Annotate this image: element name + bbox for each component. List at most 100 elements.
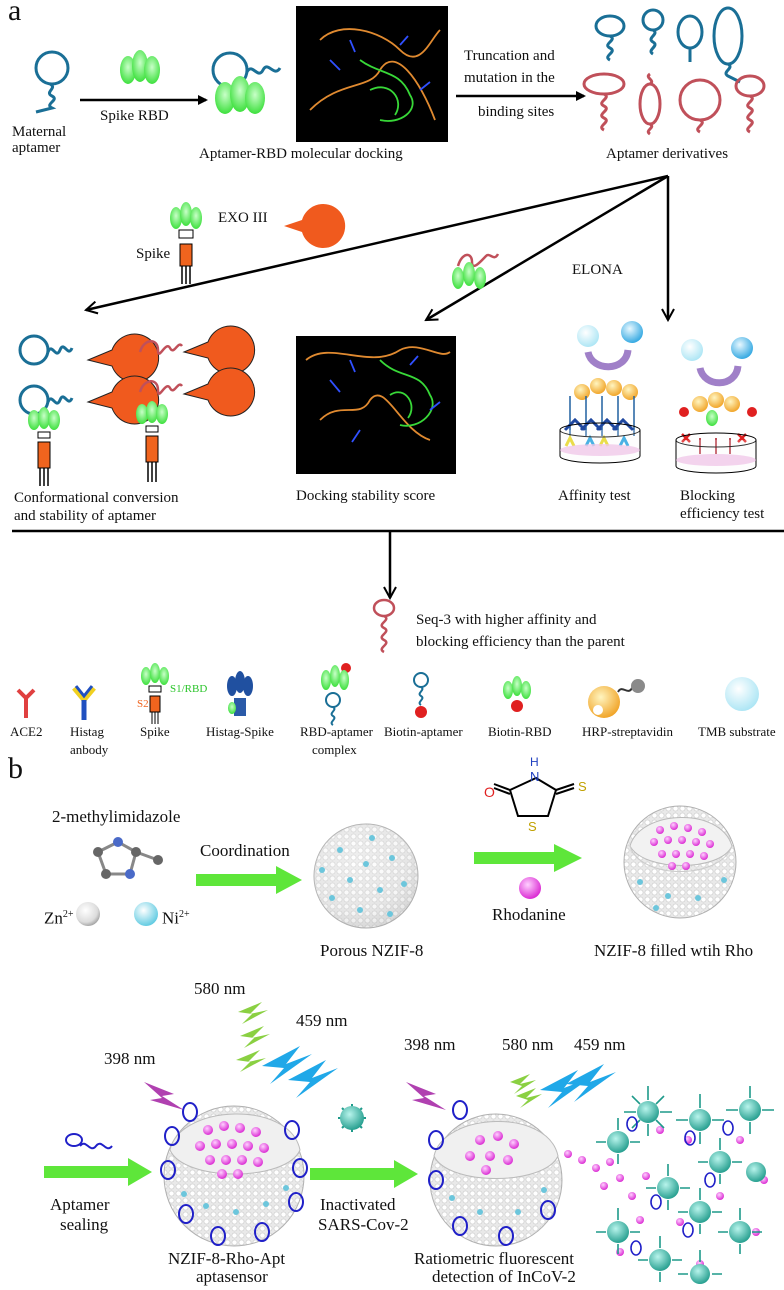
docking-image	[296, 6, 448, 142]
methylimidazole-label: 2-methylimidazole	[52, 807, 181, 826]
rho-atom-n: N	[530, 769, 540, 784]
legend-s1rbd: S1/RBD	[170, 683, 208, 695]
detection-sphere	[428, 1100, 563, 1247]
ratiometric-label-2: detection of InCoV-2	[432, 1267, 576, 1286]
virus-cluster	[596, 1086, 774, 1284]
legend-s2: S2	[137, 698, 149, 710]
nm398-label-1: 398 nm	[104, 1049, 156, 1068]
legend-ace2: ACE2	[10, 724, 43, 739]
truncation-label-1: Truncation and	[464, 48, 555, 64]
rho-atom-h: H	[530, 755, 539, 769]
maternal-aptamer-icon	[34, 50, 70, 114]
virus-icon	[338, 1104, 366, 1132]
light-580-bolts-1	[236, 1002, 270, 1072]
inactivated-arrow	[310, 1160, 418, 1188]
light-459-bolts-2	[540, 1064, 616, 1108]
panel-label-a: a	[8, 0, 22, 27]
truncation-label-2: mutation in the	[464, 70, 555, 86]
legend-tmb: TMB substrate	[698, 724, 776, 739]
rho-atom-s1: S	[578, 779, 587, 794]
aptasensor-sphere	[160, 1102, 308, 1247]
affinity-test-label: Affinity test	[558, 488, 631, 504]
docking-stability-structure	[305, 346, 451, 443]
blocking-test-icon	[675, 337, 757, 474]
biotin-rbd-icon	[503, 676, 531, 712]
filled-label: NZIF-8 filled wtih Rho	[594, 941, 754, 960]
arrow-to-conformational	[86, 174, 669, 310]
legend-spike: Spike	[140, 724, 170, 739]
methylimidazole-molecule	[93, 837, 163, 879]
aptamer-free-icon	[65, 1133, 113, 1150]
zn-label: Zn	[44, 908, 63, 928]
coordination-label: Coordination	[200, 841, 290, 860]
legend-hrp: HRP-streptavidin	[582, 724, 673, 739]
aptasensor-label-1: NZIF-8-Rho-Apt	[168, 1249, 286, 1268]
arrow-to-docking	[426, 174, 669, 322]
aptamer-rbd-icon	[211, 51, 282, 114]
inactivated-label-2: SARS-Cov-2	[318, 1215, 409, 1234]
coordination-arrow	[196, 866, 302, 894]
aptamer-rbd-small-icon	[452, 253, 500, 289]
porous-nzif8-sphere	[313, 823, 419, 929]
ni-label-row: Ni2+	[162, 906, 190, 927]
nm580-label-2: 580 nm	[502, 1035, 554, 1054]
histag-spike-icon	[227, 671, 253, 716]
legend-biotin-aptamer: Biotin-aptamer	[384, 724, 463, 739]
rho-atom-o: O	[484, 784, 495, 800]
spike-legend-icon	[141, 663, 169, 724]
ni-label: Ni	[162, 908, 179, 928]
spike-label: Spike	[136, 246, 171, 262]
spike-rbd-icon	[120, 50, 160, 84]
maternal-label-1: Maternal	[12, 124, 67, 140]
filled-sphere	[623, 805, 737, 919]
seq3-label-1: Seq-3 with higher affinity and	[416, 612, 597, 628]
aptamer-derivatives-label: Aptamer derivatives	[606, 146, 729, 162]
inactivated-label-1: Inactivated	[320, 1195, 396, 1214]
nm580-label-1: 580 nm	[194, 979, 246, 998]
aptamer-sealing-label-1: Aptamer	[50, 1195, 110, 1214]
light-459-bolts-1	[262, 1046, 338, 1098]
aptasensor-label-2: aptasensor	[196, 1267, 268, 1286]
biotin-aptamer-icon	[413, 672, 429, 718]
conformational-label-2: and stability of aptamer	[14, 508, 157, 524]
ace2-icon	[16, 688, 36, 718]
docking-caption: Aptamer-RBD molecular docking	[199, 146, 403, 162]
rbd-aptamer-complex-icon	[321, 663, 351, 726]
aptamer-derivatives-icon	[582, 6, 766, 136]
hrp-streptavidin-icon	[588, 679, 645, 718]
exo-iii-icon	[284, 204, 346, 249]
spike-icon	[170, 202, 202, 284]
legend-histag-spike: Histag-Spike	[206, 724, 274, 739]
conformational-label-1: Conformational conversion	[14, 490, 179, 506]
docking-stability-label: Docking stability score	[296, 488, 436, 504]
legend-biotin-rbd: Biotin-RBD	[488, 724, 552, 739]
nm398-label-2: 398 nm	[404, 1035, 456, 1054]
maternal-label-2: aptamer	[12, 140, 61, 156]
seq3-aptamer-icon	[372, 598, 396, 654]
zn-label-row: Zn2+	[44, 906, 74, 927]
elona-label: ELONA	[572, 262, 623, 278]
spike-rbd-label: Spike RBD	[100, 108, 169, 124]
rhodanine-label: Rhodanine	[492, 905, 566, 924]
legend-histag-1: Histag	[70, 724, 104, 739]
exo-label: EXO III	[218, 210, 268, 226]
docking-structure	[309, 28, 441, 122]
light-580-bolts-2	[510, 1074, 542, 1108]
rhodanine-molecule	[493, 776, 575, 817]
aptamer-sealing-label-2: sealing	[60, 1215, 109, 1234]
truncation-label-3: binding sites	[478, 104, 555, 120]
aptamer-sealing-arrow	[44, 1158, 152, 1186]
rho-atom-s2: S	[528, 819, 537, 834]
legend-rbd-aptamer-1: RBD-aptamer	[300, 724, 373, 739]
seq3-label-2: blocking efficiency than the parent	[416, 634, 625, 650]
zn-charge: 2+	[62, 909, 74, 920]
ratiometric-label-1: Ratiometric fluorescent	[414, 1249, 575, 1268]
zn-sphere	[76, 902, 100, 926]
nm459-label-1: 459 nm	[296, 1011, 348, 1030]
light-398-bolt-1	[144, 1082, 184, 1110]
blocking-test-label-1: Blocking	[680, 488, 735, 504]
conformational-icon	[18, 325, 256, 486]
rhodanine-arrow	[474, 844, 582, 872]
light-398-bolt-2	[406, 1082, 446, 1110]
ni-sphere	[134, 902, 158, 926]
